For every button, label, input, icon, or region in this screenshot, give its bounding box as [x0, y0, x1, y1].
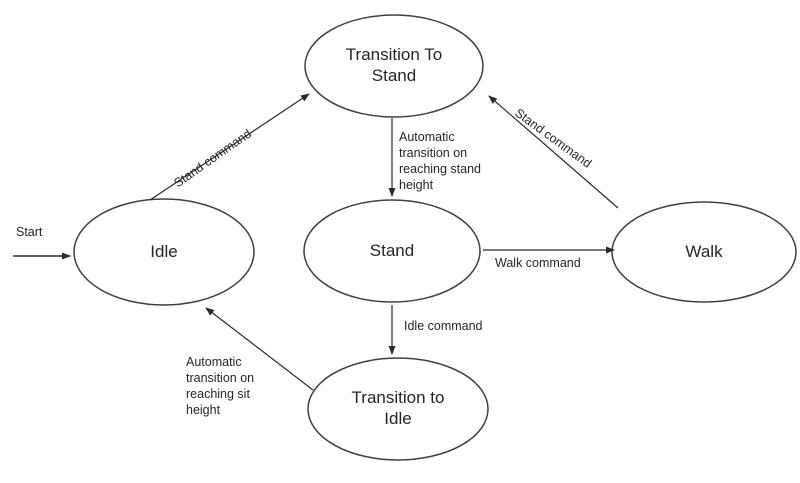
node-idle[interactable] [73, 198, 255, 306]
start-label: Start [16, 225, 43, 239]
edge-label-stand-to-transition-to-idle: Idle command [404, 319, 483, 333]
node-walk[interactable] [611, 201, 797, 303]
edge-label-stand-to-walk: Walk command [495, 256, 581, 270]
edge-label-transition-to-stand-to-stand: Automatic transition on reaching stand h… [399, 130, 482, 192]
edge-transition-to-idle-to-idle[interactable] [205, 307, 314, 391]
node-transition-to-stand[interactable] [304, 14, 484, 118]
edge-walk-to-transition-to-stand[interactable] [488, 95, 619, 209]
node-stand[interactable] [303, 199, 481, 303]
edge-label-transition-to-idle-to-idle: Automatic transition on reaching sit hei… [186, 355, 255, 417]
edge-idle-to-transition-to-stand[interactable] [149, 93, 310, 201]
node-transition-to-idle[interactable] [307, 357, 489, 461]
